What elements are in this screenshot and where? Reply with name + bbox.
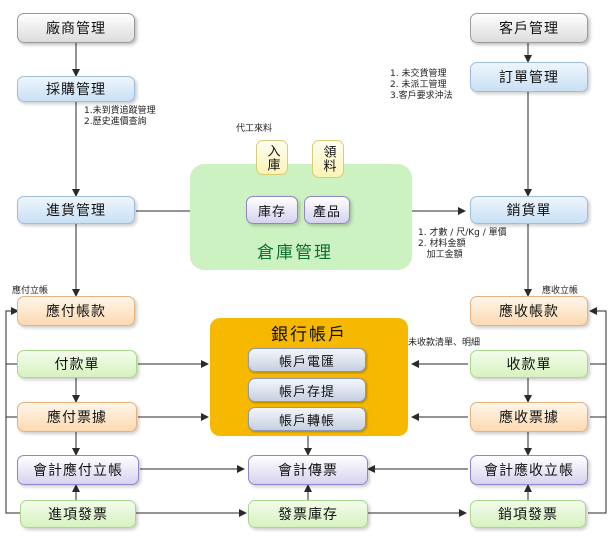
account-transfer-node[interactable]: 帳戶轉帳 [248, 407, 366, 431]
stock-in-label: 入庫 [264, 143, 280, 172]
material-issue-node[interactable]: 領料 [312, 140, 344, 178]
order-note: 1. 未交貨管理 2. 未派工管理 3.客戶要求沖法 [390, 69, 453, 101]
account-deposit-withdraw-node[interactable]: 帳戶存提 [248, 378, 366, 402]
supplier-mgmt-node[interactable]: 廠商管理 [17, 13, 135, 43]
outsourced-material-note: 代工來料 [236, 124, 273, 134]
purchase-mgmt-node[interactable]: 採購管理 [17, 76, 135, 102]
stock-in-node[interactable]: 入庫 [256, 140, 288, 175]
notes-receivable-node[interactable]: 應收票據 [470, 402, 588, 432]
customer-mgmt-node[interactable]: 客戶管理 [470, 13, 588, 43]
inventory-node[interactable]: 庫存 [246, 196, 298, 224]
accounts-payable-node[interactable]: 應付帳款 [17, 296, 135, 326]
sales-invoice-node[interactable]: 銷項發票 [470, 500, 586, 528]
acct-payable-ledger-node[interactable]: 會計應付立帳 [17, 455, 139, 485]
acct-voucher-node[interactable]: 會計傳票 [248, 455, 368, 485]
purchase-invoice-node[interactable]: 進項發票 [20, 500, 136, 528]
acct-receivable-ledger-node[interactable]: 會計應收立帳 [470, 455, 588, 485]
bank-accounts-title: 銀行帳戶 [271, 325, 347, 345]
purchase-note: 1.未到貨追蹤管理 2.歷史進價查詢 [84, 106, 156, 127]
sales-slip-node[interactable]: 銷貨單 [470, 196, 588, 224]
unreceived-note: 未收款清單、明細 [408, 338, 481, 348]
receiving-mgmt-node[interactable]: 進貨管理 [17, 196, 135, 224]
sales-note: 1. 才數 / 尺/Kg / 單價 2. 材料金額 加工金額 [418, 228, 507, 260]
payable-setup-note: 應付立帳 [12, 286, 49, 296]
products-node[interactable]: 產品 [304, 196, 350, 224]
warehouse-title: 倉庫管理 [257, 243, 333, 263]
accounts-receivable-node[interactable]: 應收帳款 [470, 296, 588, 326]
notes-payable-node[interactable]: 應付票據 [17, 402, 137, 432]
receipt-slip-node[interactable]: 收款單 [470, 350, 588, 378]
invoice-inventory-node[interactable]: 發票庫存 [248, 500, 368, 528]
warehouse-area [190, 164, 412, 270]
order-mgmt-node[interactable]: 訂單管理 [470, 62, 588, 92]
receivable-setup-note: 應收立帳 [542, 286, 579, 296]
material-issue-label: 領料 [320, 145, 336, 173]
account-transfer-remit-node[interactable]: 帳戶電匯 [248, 348, 366, 372]
payment-slip-node[interactable]: 付款單 [17, 350, 137, 378]
